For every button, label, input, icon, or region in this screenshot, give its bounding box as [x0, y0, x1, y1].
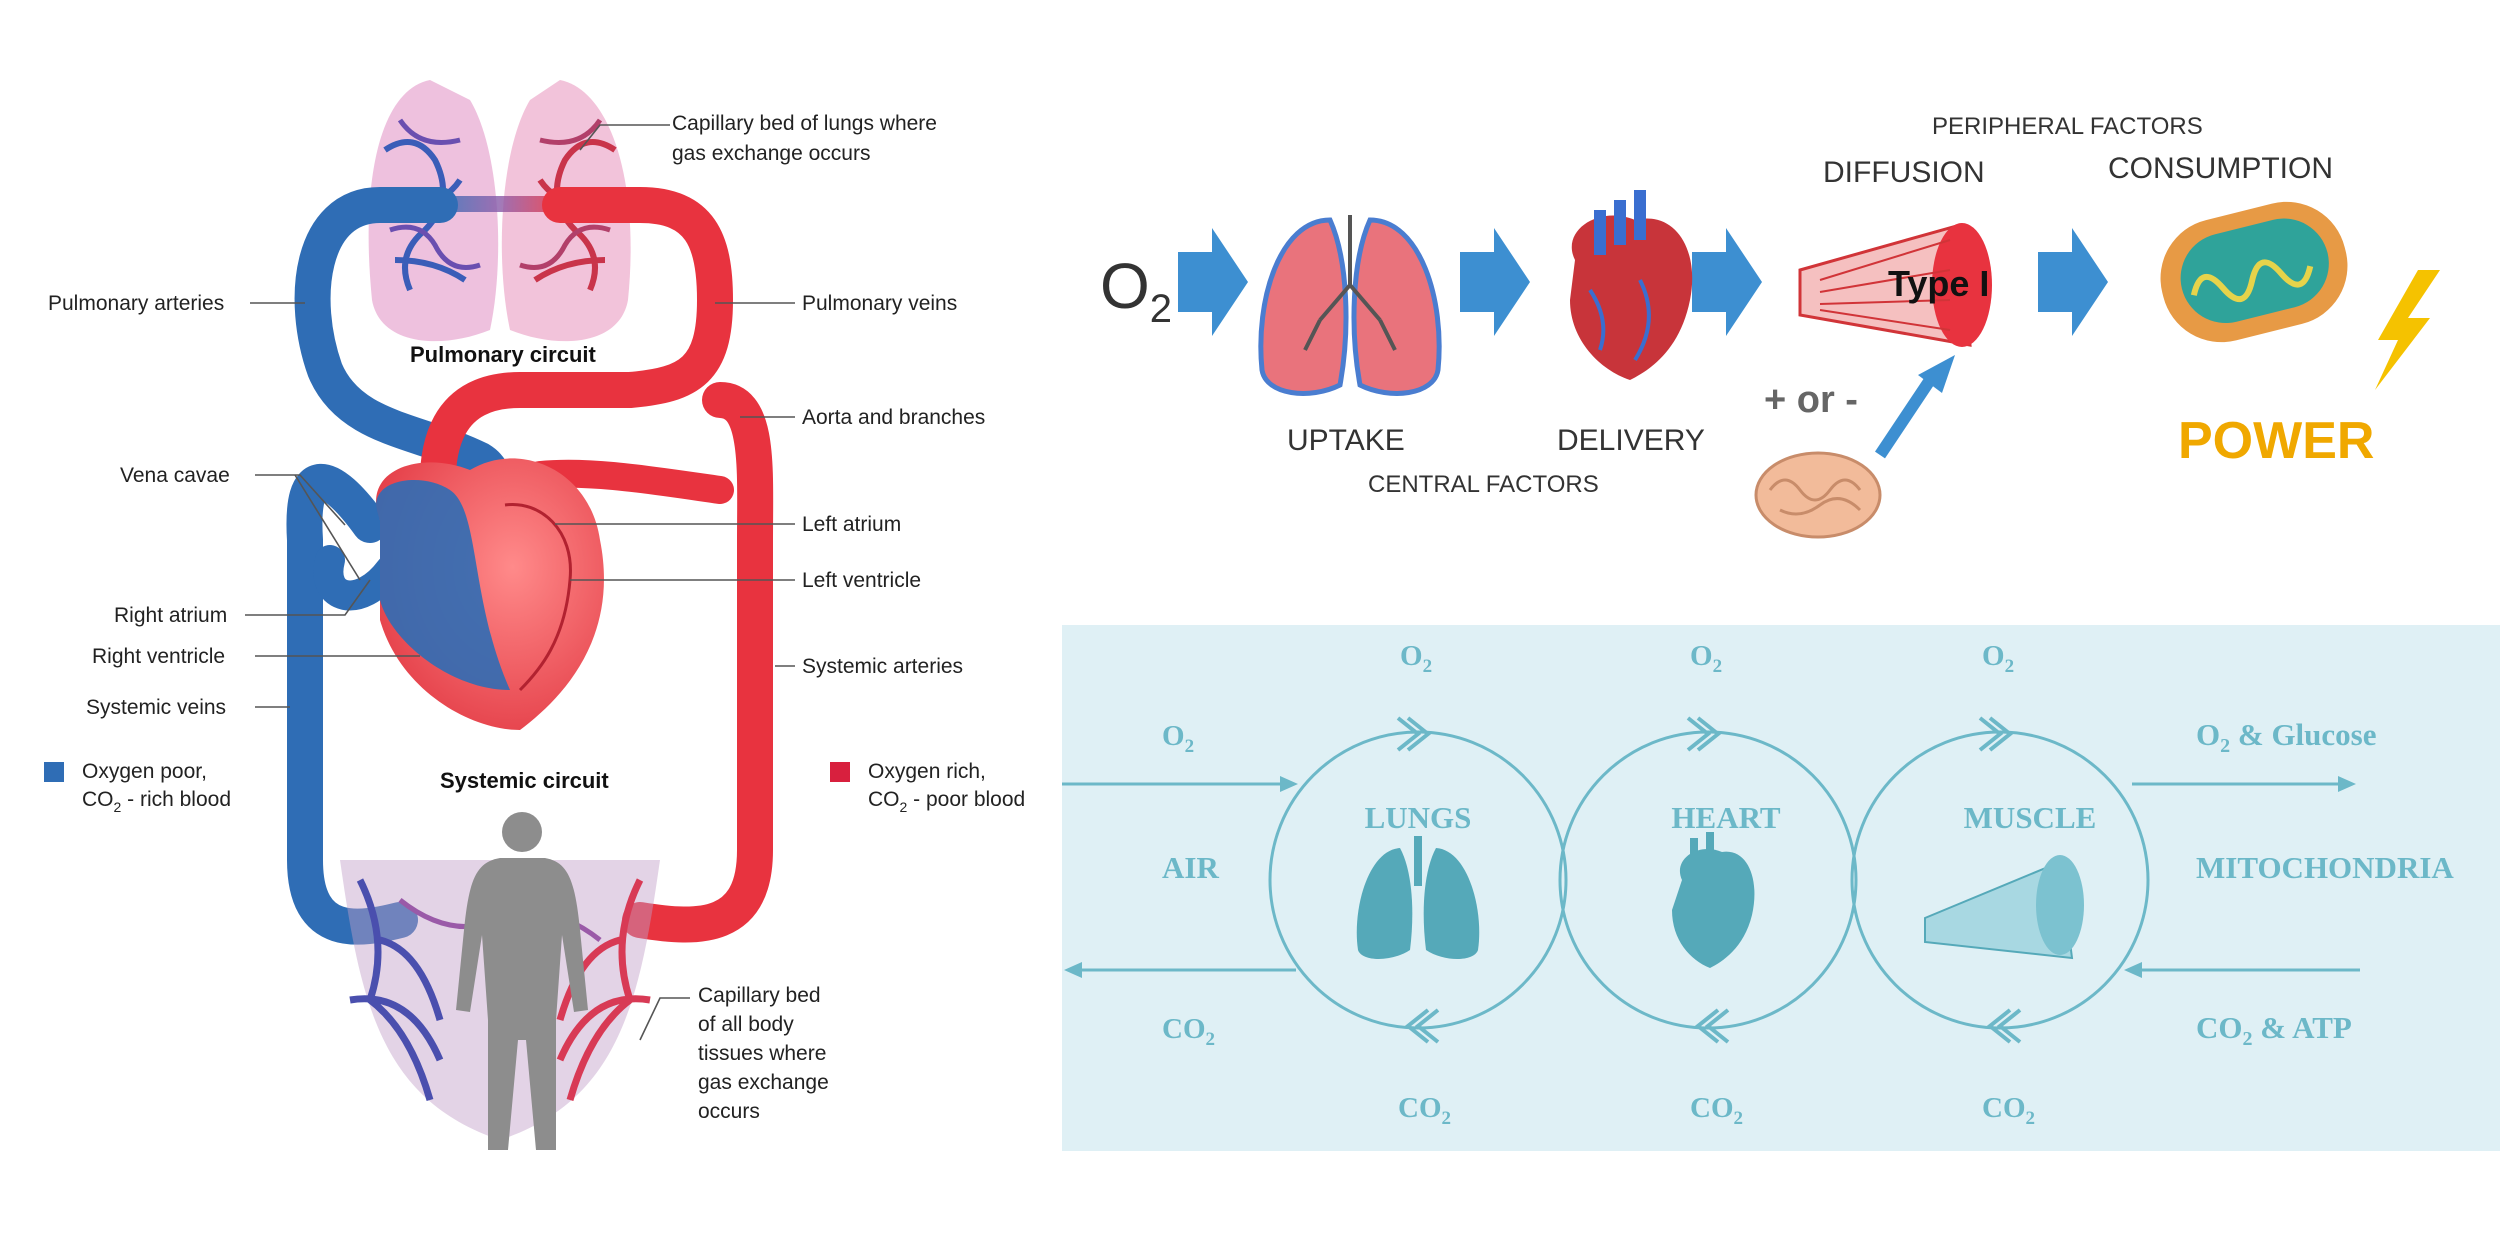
human-silhouette	[456, 812, 588, 1150]
cycle-panel: LUNGS HEART MUSCLE O2 O2 O2 O2 CO2 CO2 C…	[1062, 625, 2500, 1151]
label-left-atrium: Left atrium	[802, 513, 901, 536]
legend-oxygen-rich-line2: CO2 - poor blood	[868, 788, 1025, 815]
arrow-icon	[1178, 228, 1248, 336]
co2-atp-label: CO2 & ATP	[2196, 1010, 2352, 1050]
air-label: AIR	[1162, 850, 1219, 885]
central-factors-label: CENTRAL FACTORS	[1368, 471, 1599, 498]
lungs-illustration	[368, 80, 631, 342]
label-systemic-veins: Systemic veins	[86, 696, 226, 719]
legend-swatch-oxygen-poor	[44, 762, 64, 782]
arrow-icon	[2038, 228, 2108, 336]
label-capillary-lungs-2: gas exchange occurs	[672, 142, 870, 165]
chevron-right-icon	[1396, 716, 1432, 752]
label-capillary-body-1: Capillary bed	[698, 984, 821, 1007]
heart-illustration	[376, 458, 604, 730]
label-aorta: Aorta and branches	[802, 406, 985, 429]
heart-co2-label: CO2	[1690, 1092, 1743, 1129]
label-pulmonary-arteries: Pulmonary arteries	[48, 292, 224, 315]
circulation-diagram: Capillary bed of lungs where gas exchang…	[44, 80, 1025, 1150]
lungs-o2-label: O2	[1400, 640, 1432, 677]
legend-swatch-oxygen-rich	[830, 762, 850, 782]
label-capillary-lungs-1: Capillary bed of lungs where	[672, 112, 937, 135]
lungs-label: LUNGS	[1365, 800, 1472, 835]
consumption-label: CONSUMPTION	[2108, 152, 2333, 185]
chevron-left-icon	[1694, 1008, 1730, 1044]
arrow-icon	[1460, 228, 1530, 336]
muscle-cycle-icon	[1924, 855, 2084, 960]
type-label: Type I	[1888, 263, 1989, 304]
arrow-left-icon	[1064, 962, 1082, 978]
legend-oxygen-poor-line2: CO2 - rich blood	[82, 788, 231, 815]
power-label: POWER	[2178, 412, 2374, 470]
lungs-icon	[1258, 215, 1442, 396]
chevron-right-icon	[1978, 716, 2014, 752]
uptake-label: UPTAKE	[1287, 424, 1405, 457]
mitochondria-icon	[2160, 201, 2348, 343]
label-pulmonary-veins: Pulmonary veins	[802, 292, 957, 315]
delivery-label: DELIVERY	[1557, 424, 1705, 457]
oxygen-pathway: O2 Type I	[1100, 113, 2440, 539]
lungs-cycle-icon	[1356, 836, 1480, 959]
arrow-left-icon	[2124, 962, 2142, 978]
muscle-co2-label: CO2	[1982, 1092, 2035, 1129]
brain-arrow-shaft	[1875, 376, 1935, 459]
muscle-fiber-icon	[1798, 223, 1992, 347]
label-capillary-body-2: of all body	[698, 1013, 794, 1036]
brain-icon	[1754, 451, 1882, 539]
label-capillary-body-5: occurs	[698, 1100, 760, 1123]
label-right-ventricle: Right ventricle	[92, 645, 225, 668]
arrow-right-icon	[1280, 776, 1298, 792]
heart-cycle-icon	[1672, 832, 1755, 968]
arrow-icon	[1692, 228, 1762, 336]
legend: Oxygen poor, CO2 - rich blood Oxygen ric…	[44, 760, 1025, 815]
label-right-atrium: Right atrium	[114, 604, 227, 627]
arrow-icon	[1918, 355, 1955, 393]
diffusion-label: DIFFUSION	[1823, 156, 1985, 189]
label-systemic-circuit: Systemic circuit	[440, 768, 609, 793]
muscle-label: MUSCLE	[1964, 800, 2097, 835]
heart-o2-label: O2	[1690, 640, 1722, 677]
arrow-right-icon	[2338, 776, 2356, 792]
o2-glucose-label: O2 & Glucose	[2196, 717, 2377, 757]
peripheral-factors-label: PERIPHERAL FACTORS	[1932, 113, 2203, 140]
air-co2-label: CO2	[1162, 1013, 1215, 1050]
lightning-icon	[2375, 270, 2440, 390]
label-pulmonary-circuit: Pulmonary circuit	[410, 342, 597, 367]
air-o2-label: O2	[1162, 720, 1194, 757]
muscle-o2-label: O2	[1982, 640, 2014, 677]
label-capillary-body-4: gas exchange	[698, 1071, 829, 1094]
label-systemic-arteries: Systemic arteries	[802, 655, 963, 678]
cycle-panel-background	[1062, 625, 2500, 1151]
chevron-left-icon	[1404, 1008, 1440, 1044]
label-capillary-body-3: tissues where	[698, 1042, 826, 1065]
legend-oxygen-rich-line1: Oxygen rich,	[868, 760, 986, 783]
label-vena-cavae: Vena cavae	[120, 464, 230, 487]
legend-oxygen-poor-line1: Oxygen poor,	[82, 760, 207, 783]
pathway-o2-label: O2	[1100, 250, 1172, 331]
heart-icon	[1570, 190, 1693, 380]
mitochondria-label: MITOCHONDRIA	[2196, 850, 2454, 885]
lungs-co2-label: CO2	[1398, 1092, 1451, 1129]
label-left-ventricle: Left ventricle	[802, 569, 921, 592]
chevron-left-icon	[1986, 1008, 2022, 1044]
heart-label: HEART	[1671, 800, 1780, 835]
chevron-right-icon	[1686, 716, 1722, 752]
plus-or-minus-label: + or -	[1764, 379, 1858, 421]
label-leaders	[245, 124, 795, 1041]
